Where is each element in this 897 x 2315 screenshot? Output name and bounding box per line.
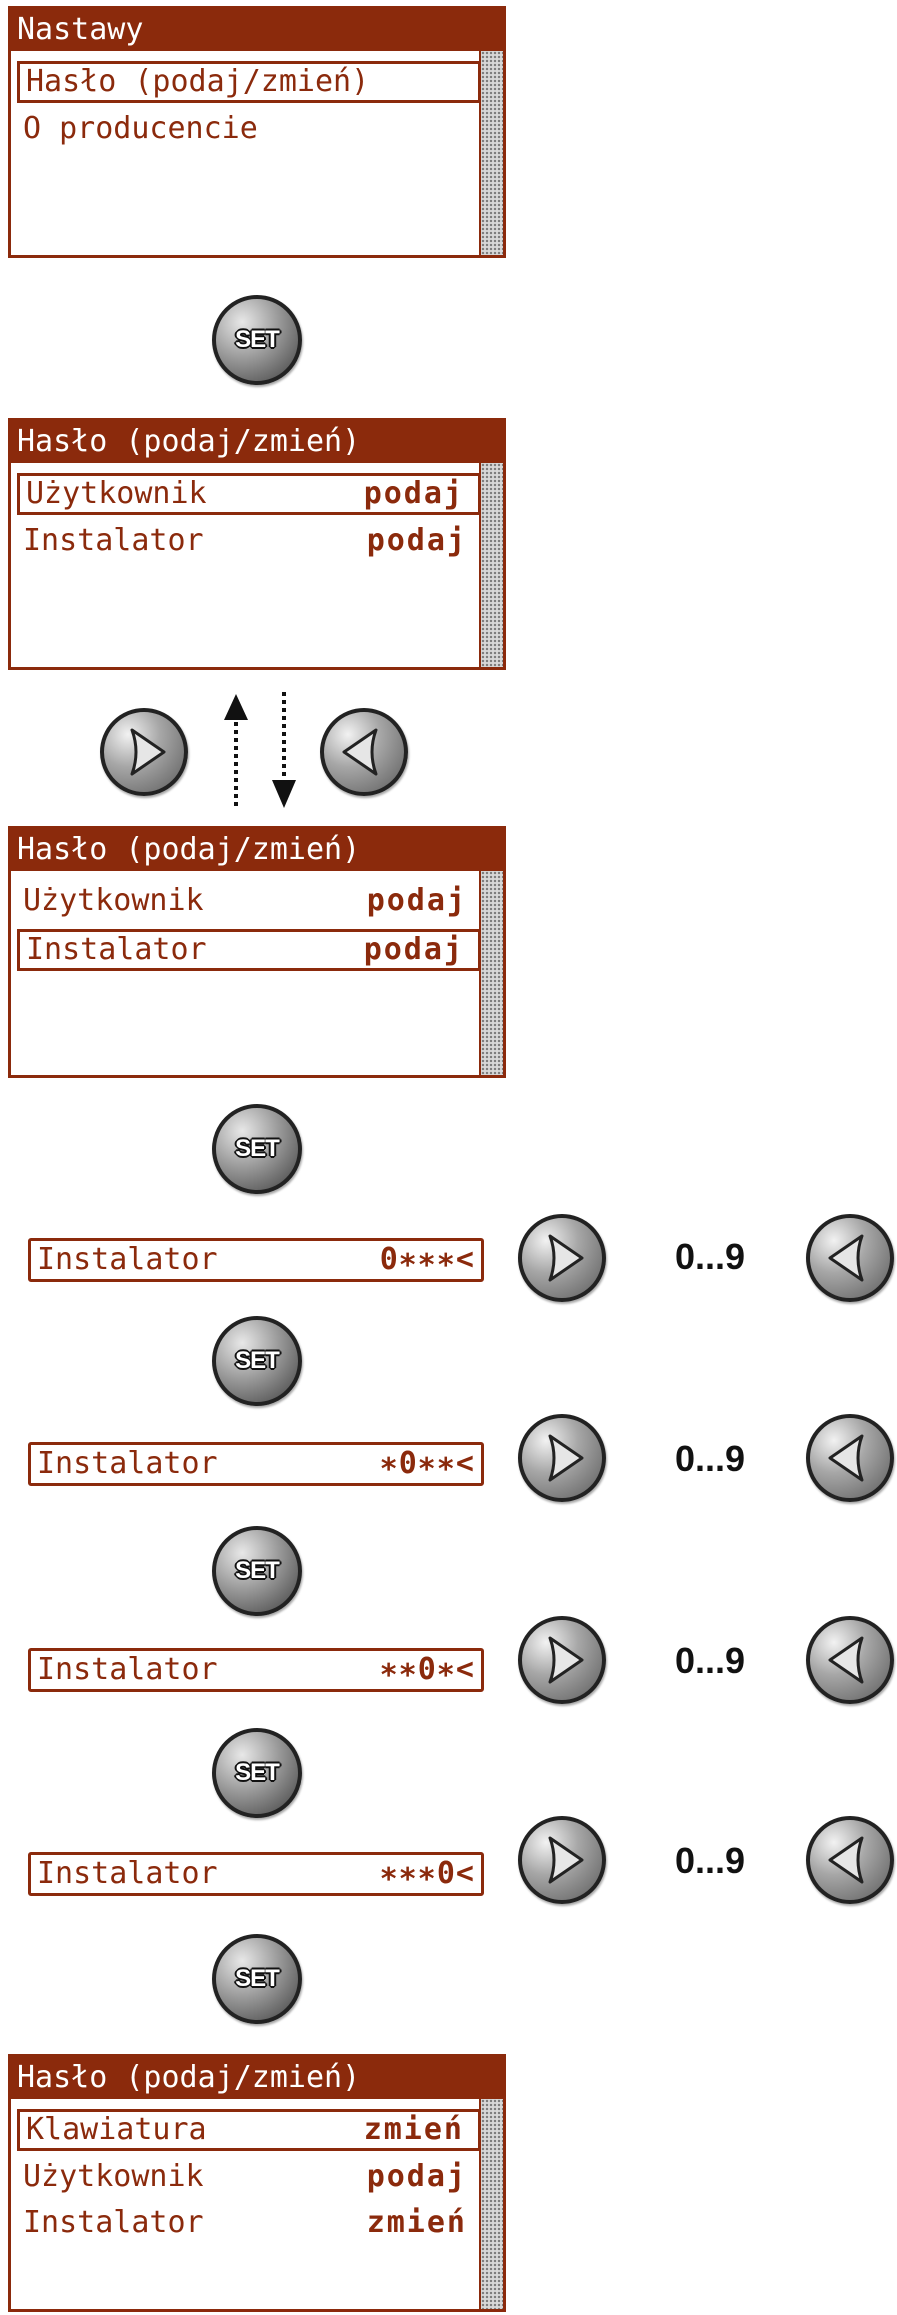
lcd-screen-haslo-result: Hasło (podaj/zmień) Klawiatura zmień Uży… [8,2054,506,2312]
screen-title: Hasło (podaj/zmień) [11,421,503,463]
menu-item-value: podaj [366,2159,467,2194]
scrollbar[interactable] [479,2099,503,2309]
left-arrow-button-icon[interactable] [320,708,408,796]
digit-range-label: 0...9 [674,1236,746,1277]
set-button-label: SET [235,326,280,353]
menu-item-label: Użytkownik [26,476,207,511]
set-button[interactable]: SET [212,1934,302,2024]
right-arrow-button-icon[interactable] [518,1616,606,1704]
menu-item-value: podaj [363,476,464,511]
set-button-label: SET [235,1135,280,1162]
menu-item-instalator[interactable]: Instalator zmień [17,2203,481,2245]
digit-range-label: 0...9 [674,1640,746,1681]
set-button-label: SET [235,1759,280,1786]
screen-title: Nastawy [11,9,503,51]
lcd-screen-haslo-instalator: Hasło (podaj/zmień) Użytkownik podaj Ins… [8,826,506,1078]
left-arrow-button-icon[interactable] [806,1816,894,1904]
right-arrow-button-icon[interactable] [518,1214,606,1302]
navigation-arrows [224,692,296,808]
right-arrow-button-icon[interactable] [518,1414,606,1502]
down-dotted-arrow-icon [272,692,296,808]
entry-label: Instalator [37,1652,218,1687]
menu-item-instalator[interactable]: Instalator podaj [17,929,481,971]
digit-range-label: 0...9 [674,1840,746,1881]
scrollbar[interactable] [479,463,503,667]
password-entry-digit-4: Instalator ∗∗∗0< [28,1852,484,1896]
menu-item-uzytkownik[interactable]: Użytkownik podaj [17,2157,481,2199]
entry-label: Instalator [37,1242,218,1277]
entry-value: ∗0∗∗< [379,1446,475,1481]
up-dotted-arrow-icon [224,694,248,806]
menu-item-label: Użytkownik [23,2159,204,2194]
set-button-label: SET [235,1557,280,1584]
menu-item-klawiatura[interactable]: Klawiatura zmień [17,2109,481,2151]
menu-item-value: podaj [366,883,467,918]
password-entry-digit-1: Instalator 0∗∗∗< [28,1238,484,1282]
password-entry-digit-2: Instalator ∗0∗∗< [28,1442,484,1486]
screen-title: Hasło (podaj/zmień) [11,2057,503,2099]
entry-value: ∗∗∗0< [379,1856,475,1891]
right-arrow-button-icon[interactable] [100,708,188,796]
menu-item-label: Instalator [23,523,204,558]
set-button[interactable]: SET [212,295,302,385]
menu-item-label: Instalator [23,2205,204,2240]
set-button[interactable]: SET [212,1316,302,1406]
screen-title: Hasło (podaj/zmień) [11,829,503,871]
lcd-screen-haslo-uzytkownik: Hasło (podaj/zmień) Użytkownik podaj Ins… [8,418,506,670]
menu-item-value: zmień [366,2205,467,2240]
left-arrow-button-icon[interactable] [806,1414,894,1502]
set-button-label: SET [235,1965,280,1992]
entry-value: 0∗∗∗< [379,1242,475,1277]
menu-item-haslo[interactable]: Hasło (podaj/zmień) [17,61,481,103]
set-button-label: SET [235,1347,280,1374]
left-arrow-button-icon[interactable] [806,1616,894,1704]
entry-value: ∗∗0∗< [379,1652,475,1687]
set-button[interactable]: SET [212,1728,302,1818]
digit-range-label: 0...9 [674,1438,746,1479]
entry-label: Instalator [37,1446,218,1481]
set-button[interactable]: SET [212,1104,302,1194]
set-button[interactable]: SET [212,1526,302,1616]
scrollbar[interactable] [479,871,503,1075]
menu-item-o-producencie[interactable]: O producencie [17,109,481,151]
menu-item-value: podaj [366,523,467,558]
menu-item-value: zmień [363,2112,464,2147]
menu-item-label: Hasło (podaj/zmień) [26,64,370,99]
scrollbar[interactable] [479,51,503,255]
menu-item-instalator[interactable]: Instalator podaj [17,521,481,563]
menu-item-uzytkownik[interactable]: Użytkownik podaj [17,881,481,923]
menu-item-value: podaj [363,932,464,967]
menu-item-label: Użytkownik [23,883,204,918]
menu-item-label: Instalator [26,932,207,967]
menu-item-label: Klawiatura [26,2112,207,2147]
left-arrow-button-icon[interactable] [806,1214,894,1302]
entry-label: Instalator [37,1856,218,1891]
right-arrow-button-icon[interactable] [518,1816,606,1904]
password-entry-digit-3: Instalator ∗∗0∗< [28,1648,484,1692]
lcd-screen-nastawy: Nastawy Hasło (podaj/zmień) O producenci… [8,6,506,258]
menu-item-label: O producencie [23,111,258,146]
menu-item-uzytkownik[interactable]: Użytkownik podaj [17,473,481,515]
